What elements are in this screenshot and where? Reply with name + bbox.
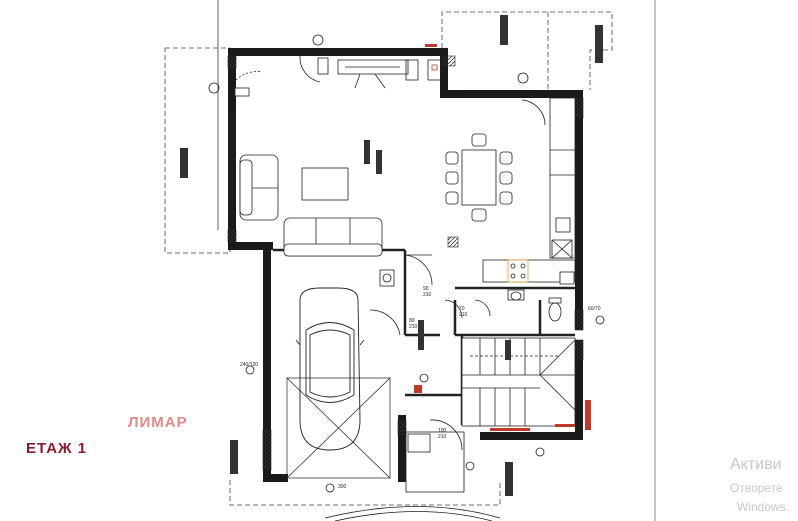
dashed-outline xyxy=(164,11,613,506)
floor-label: ЕТАЖ 1 xyxy=(26,440,88,457)
red-accents xyxy=(414,44,591,431)
sofa xyxy=(239,154,383,257)
garage-entry xyxy=(324,431,501,521)
dim-label-4: 210 xyxy=(459,312,468,318)
dim-label-6: 210 xyxy=(409,324,418,330)
activation-watermark-title: Активи xyxy=(730,456,782,473)
dim-label-10: 300 xyxy=(338,484,347,490)
entry-step xyxy=(208,71,263,97)
dim-label-11: 60/70 xyxy=(588,306,601,312)
garage-car xyxy=(295,287,365,451)
tv-cabinet xyxy=(337,59,419,89)
kitchen-counter xyxy=(482,97,576,285)
dim-label-3: 70 xyxy=(459,306,465,312)
activation-watermark-line1: Отворете xyxy=(730,481,783,495)
dim-label-5: 80 xyxy=(409,318,415,324)
bathroom-fixtures xyxy=(379,269,562,322)
staircase xyxy=(461,337,576,427)
dim-label-9: 240/120 xyxy=(240,362,259,368)
front-door xyxy=(299,34,443,83)
annotation-blocks xyxy=(180,15,603,496)
door-swings xyxy=(369,72,546,451)
coffee-table xyxy=(301,167,349,201)
dining-set xyxy=(445,133,513,222)
activation-watermark-line2: Windows. xyxy=(737,500,790,514)
hatched-wall-blocks xyxy=(227,55,584,471)
windows xyxy=(231,51,580,280)
sheet-border xyxy=(217,0,656,521)
markers xyxy=(245,315,605,493)
garage-bay xyxy=(286,377,391,479)
dim-label-1: 90 xyxy=(423,286,429,292)
dim-label-2: 210 xyxy=(423,292,432,298)
brand-label: ЛИМАР xyxy=(128,414,188,431)
dim-label-7: 100 xyxy=(438,428,447,434)
dim-label-8: 210 xyxy=(438,434,447,440)
